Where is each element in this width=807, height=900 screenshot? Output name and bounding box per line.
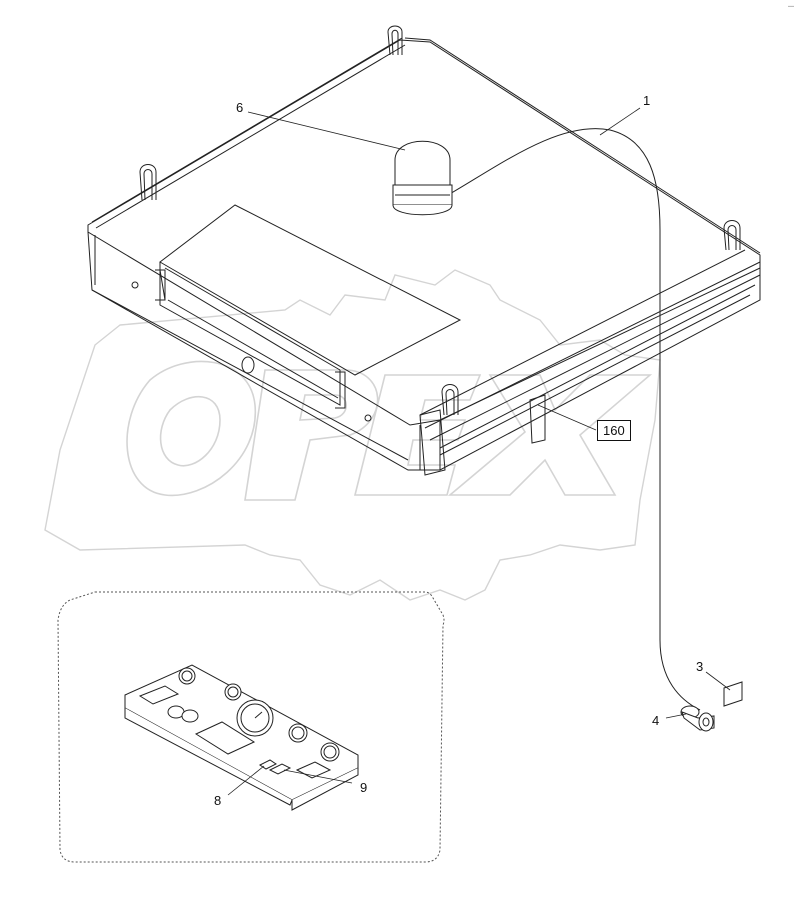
leader-lines bbox=[227, 107, 731, 796]
leader-9 bbox=[283, 769, 353, 784]
watermark-letters bbox=[126, 360, 653, 501]
wiring-harness bbox=[447, 128, 701, 711]
panel-switch-b bbox=[268, 763, 292, 775]
lifting-eye-rear bbox=[387, 25, 403, 56]
lifting-eye-right bbox=[723, 220, 741, 251]
roof-front-wall bbox=[87, 231, 761, 471]
instrument-panel bbox=[124, 664, 359, 811]
callout-4: 4 bbox=[652, 713, 660, 728]
reference-box-160[interactable]: 160 bbox=[597, 420, 631, 441]
callout-1: 1 bbox=[643, 93, 651, 108]
leader-1 bbox=[599, 107, 641, 136]
callout-8: 8 bbox=[214, 793, 222, 808]
callout-3: 3 bbox=[696, 659, 704, 674]
leader-160 bbox=[537, 404, 597, 431]
leader-8 bbox=[227, 765, 265, 796]
leader-4 bbox=[665, 713, 687, 719]
corner-mark: … bbox=[788, 0, 795, 11]
lifting-eye-front bbox=[441, 384, 459, 416]
rocker-switch bbox=[680, 705, 715, 732]
roof-side-rail bbox=[419, 249, 761, 441]
callout-6: 6 bbox=[236, 100, 244, 115]
leader-6 bbox=[247, 111, 406, 151]
roof-rear-rail bbox=[91, 37, 761, 254]
leader-3 bbox=[705, 671, 731, 691]
detail-frame bbox=[57, 591, 445, 863]
front-bracket bbox=[419, 409, 446, 476]
roof-hatch bbox=[155, 204, 462, 409]
panel-switch-a bbox=[259, 759, 277, 770]
switch-cover bbox=[723, 681, 743, 707]
roof-assembly bbox=[87, 25, 761, 711]
lifting-eye-left bbox=[139, 164, 157, 201]
watermark-gear-outline bbox=[44, 269, 661, 601]
watermark bbox=[44, 269, 661, 601]
beacon-light bbox=[392, 140, 453, 216]
callout-9: 9 bbox=[360, 780, 368, 795]
